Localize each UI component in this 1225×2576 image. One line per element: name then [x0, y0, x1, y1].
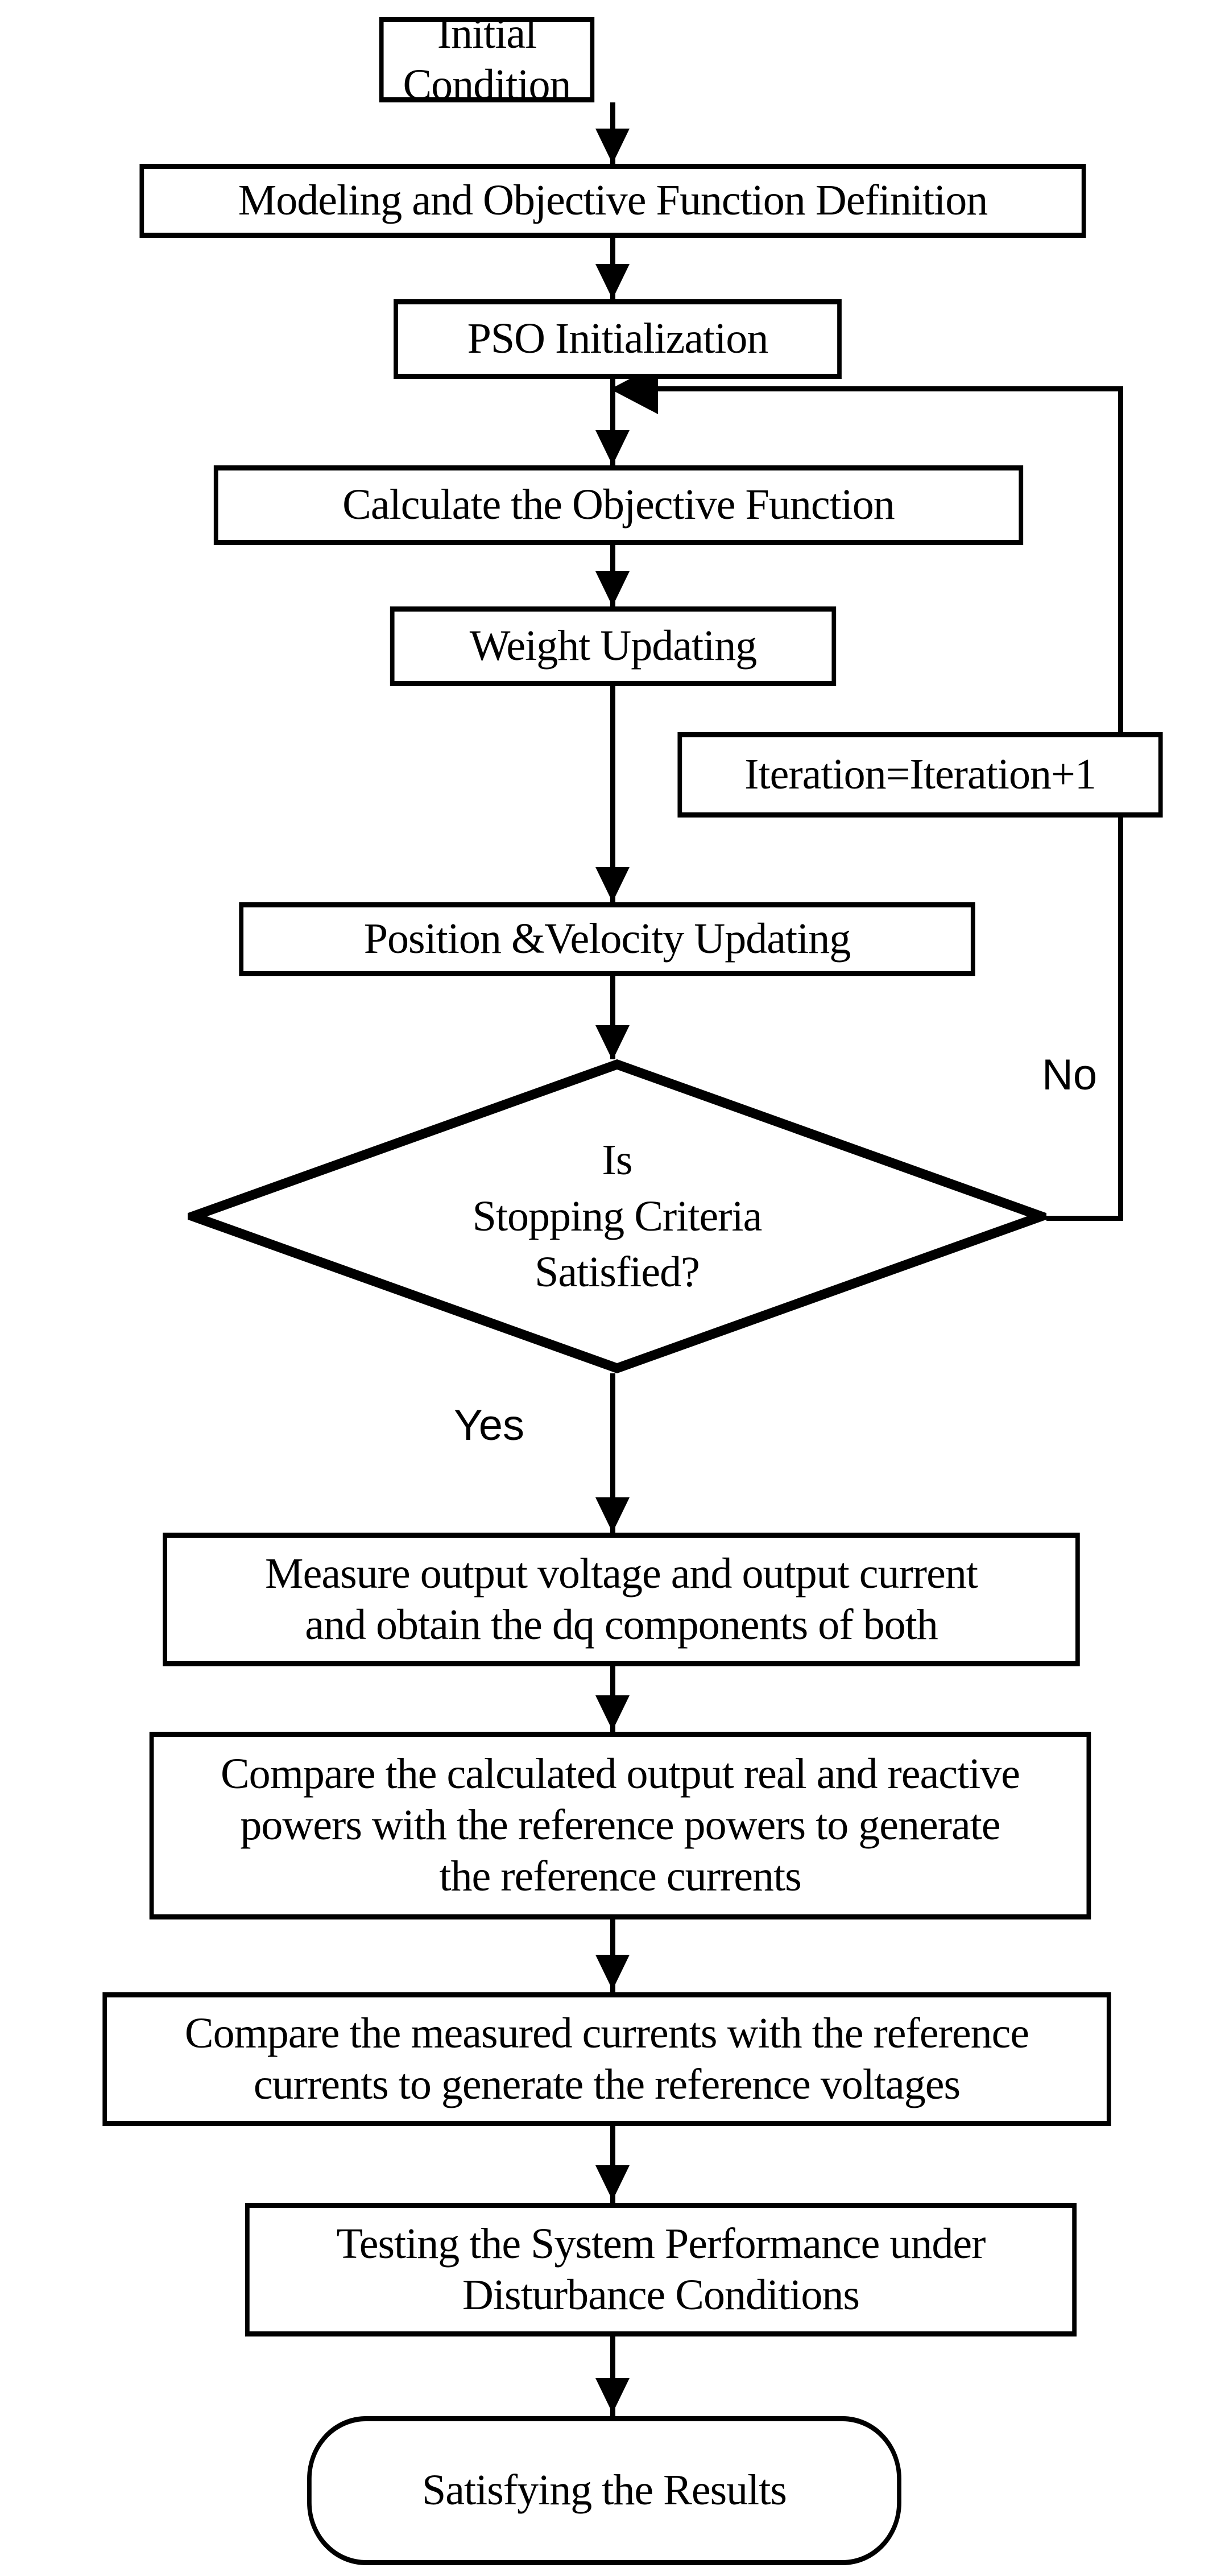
arrowhead-pso-init-to-calculate	[595, 430, 630, 465]
edge-label-no: No	[1042, 1051, 1098, 1099]
node-modeling-objective-definition-label: Modeling and Objective Function Definiti…	[238, 176, 988, 225]
arrowhead-modeling-to-pso-init	[595, 264, 630, 299]
node-iteration-increment[interactable]: Iteration=Iteration+1	[677, 732, 1163, 818]
node-pso-initialization-label: PSO Initialization	[467, 315, 769, 363]
node-calculate-objective-function[interactable]: Calculate the Objective Function	[213, 465, 1024, 545]
edge-compare-currents-to-testing	[610, 2126, 615, 2203]
node-weight-updating-label: Weight Updating	[469, 622, 758, 670]
decision-label-line3: Satisfied?	[535, 1248, 700, 1297]
node-measure-output[interactable]: Measure output voltage and output curren…	[163, 1533, 1080, 1666]
edge-testing-to-satisfying-results	[610, 2336, 615, 2416]
loop-return-horizontal-bottom	[1041, 1216, 1123, 1221]
node-testing-system-performance-line1: Testing the System Performance under	[336, 2219, 986, 2268]
node-position-velocity-updating-label: Position &Velocity Updating	[363, 915, 851, 963]
arrowhead-initial-to-modeling	[595, 129, 630, 164]
arrowhead-calculate-to-weight	[595, 571, 630, 606]
edge-position-velocity-to-decision	[610, 976, 615, 1060]
node-satisfying-results[interactable]: Satisfying the Results	[307, 2416, 901, 2565]
node-satisfying-results-label: Satisfying the Results	[421, 2466, 787, 2515]
node-decision-stopping-criteria[interactable]: Is Stopping Criteria Satisfied?	[188, 1059, 1046, 1373]
node-calculate-objective-function-label: Calculate the Objective Function	[342, 481, 895, 529]
node-compare-currents[interactable]: Compare the measured currents with the r…	[102, 1992, 1111, 2126]
node-compare-powers[interactable]: Compare the calculated output real and r…	[149, 1732, 1091, 1919]
node-pso-initialization[interactable]: PSO Initialization	[394, 299, 842, 379]
node-measure-output-line1: Measure output voltage and output curren…	[265, 1549, 978, 1597]
arrowhead-compare-currents-to-testing	[595, 2165, 630, 2201]
node-compare-powers-line1: Compare the calculated output real and r…	[220, 1750, 1020, 1798]
node-modeling-objective-definition[interactable]: Modeling and Objective Function Definiti…	[139, 164, 1086, 238]
node-weight-updating[interactable]: Weight Updating	[390, 606, 837, 686]
edge-pso-init-to-calculate	[610, 379, 615, 465]
arrowhead-weight-to-position-velocity	[595, 867, 630, 902]
arrowhead-compare-powers-to-compare-currents	[595, 1955, 630, 1990]
node-measure-output-line2: and obtain the dq components of both	[305, 1600, 938, 1649]
decision-label-line1: Is	[602, 1136, 633, 1184]
arrowhead-measure-to-compare-powers	[595, 1695, 630, 1731]
node-position-velocity-updating[interactable]: Position &Velocity Updating	[239, 902, 975, 976]
node-compare-currents-line1: Compare the measured currents with the r…	[184, 2009, 1029, 2057]
node-compare-powers-line2: powers with the reference powers to gene…	[240, 1801, 1000, 1850]
loop-return-horizontal-top	[637, 386, 1123, 391]
node-iteration-increment-label: Iteration=Iteration+1	[744, 750, 1096, 799]
decision-diamond-shape	[188, 1059, 1046, 1373]
decision-label-group: Is Stopping Criteria Satisfied?	[248, 1059, 987, 1373]
node-testing-system-performance[interactable]: Testing the System Performance under Dis…	[245, 2203, 1077, 2336]
edge-decision-to-measure	[610, 1370, 615, 1535]
node-compare-currents-line2: currents to generate the reference volta…	[253, 2060, 961, 2108]
arrowhead-decision-to-measure	[595, 1497, 630, 1533]
node-initial-condition-label: Initial Condition	[403, 10, 571, 109]
node-initial-condition[interactable]: Initial Condition	[379, 10, 595, 109]
decision-label-line2: Stopping Criteria	[472, 1192, 763, 1240]
arrowhead-position-velocity-to-decision	[595, 1025, 630, 1060]
edge-label-yes: Yes	[454, 1401, 524, 1450]
arrowhead-testing-to-satisfying-results	[595, 2378, 630, 2413]
node-testing-system-performance-line2: Disturbance Conditions	[462, 2270, 860, 2319]
edge-weight-to-position-velocity	[610, 686, 615, 902]
node-compare-powers-line3: the reference currents	[439, 1852, 801, 1900]
